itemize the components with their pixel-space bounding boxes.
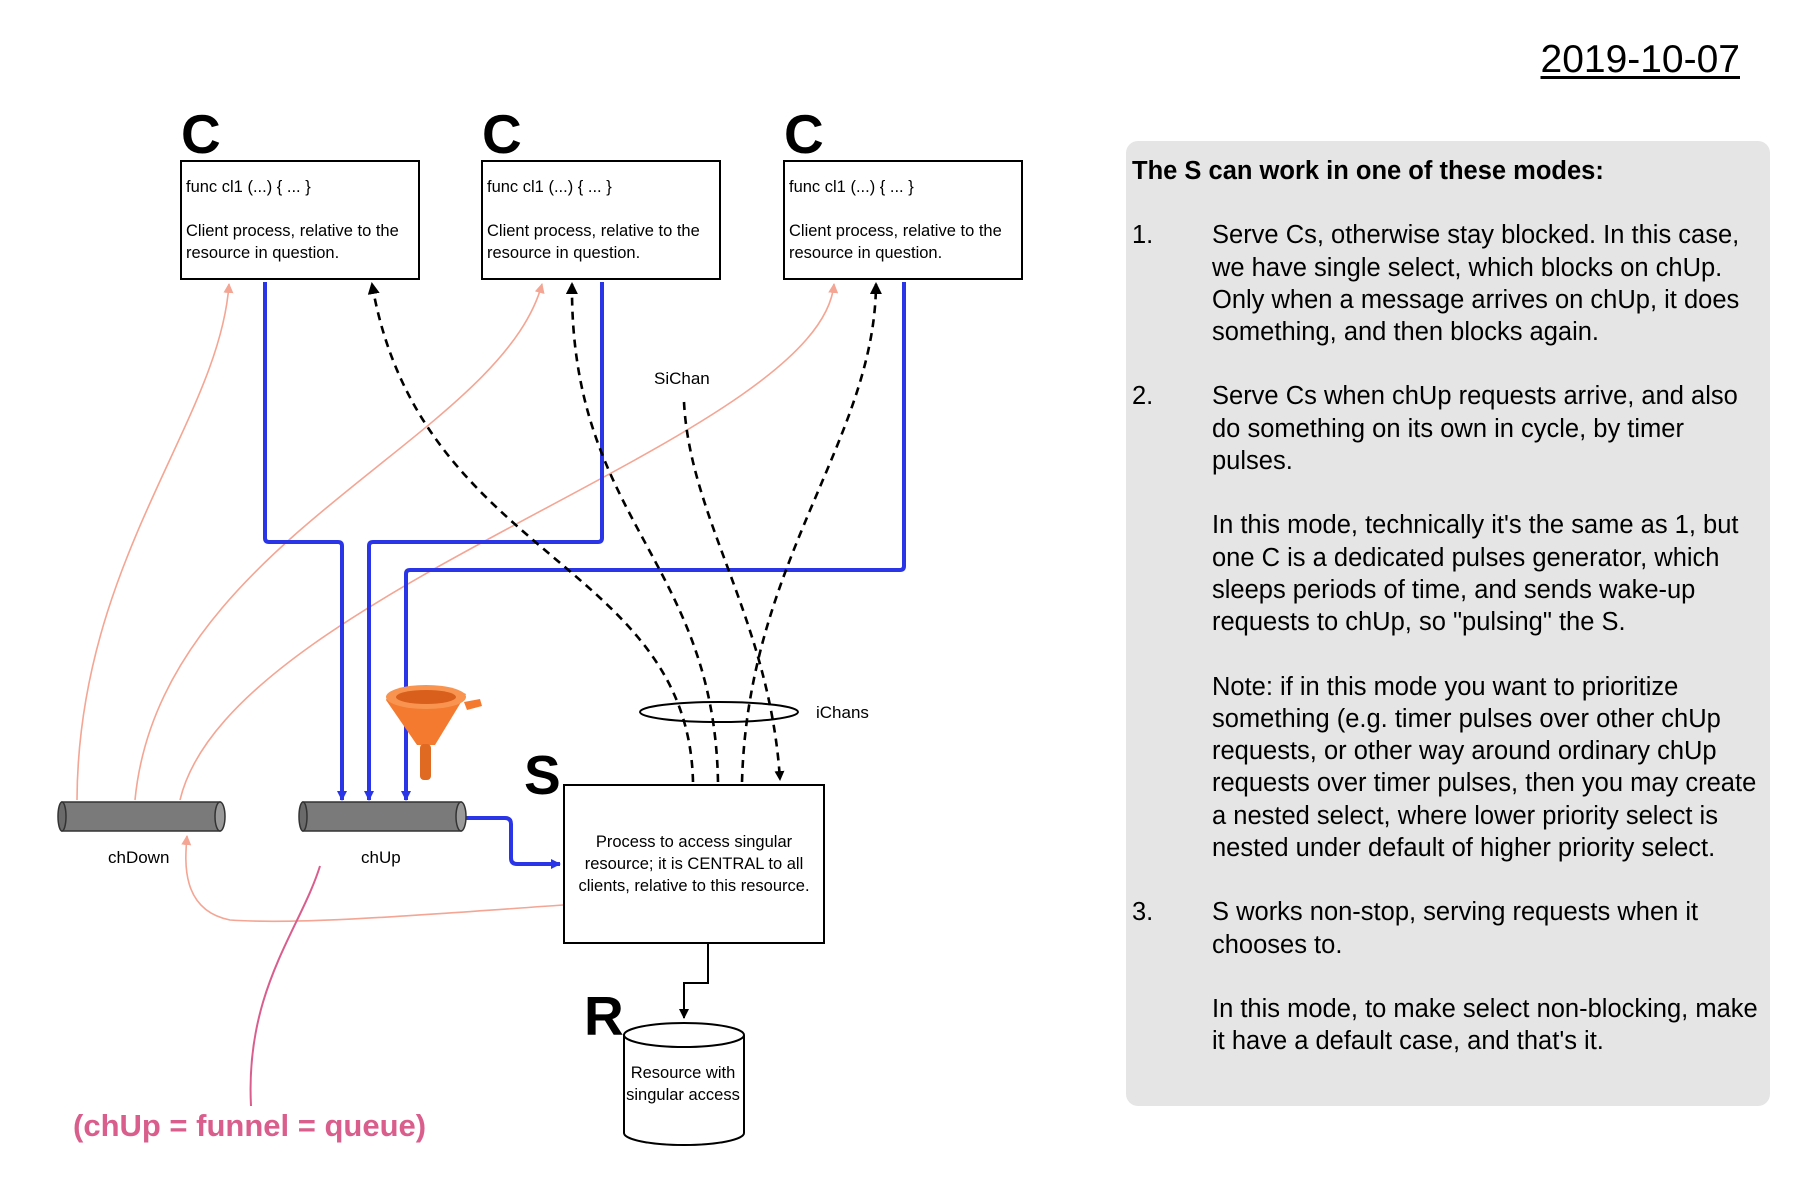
- ichans-label: iChans: [816, 703, 869, 722]
- server-letter: S: [524, 744, 561, 806]
- sichan-to-server-dashed: [682, 401, 785, 781]
- resource-text: Resource with singular access: [626, 1064, 740, 1104]
- server-to-client-3-dashed: [740, 282, 882, 783]
- client-3-box: func cl1 (...) { ... } Client process, r…: [783, 160, 1023, 280]
- chup-label: chUp: [361, 848, 401, 867]
- client-2-box: func cl1 (...) { ... } Client process, r…: [481, 160, 721, 280]
- server-to-client-1-dashed: [367, 282, 695, 783]
- server-to-client-2-dashed: [565, 282, 720, 783]
- ichans-ellipse: [639, 701, 799, 723]
- mode-paragraph: Note: if in this mode you want to priori…: [1212, 672, 1757, 863]
- client-1-signature: func cl1 (...) { ... }: [186, 178, 311, 196]
- resource-letter: R: [584, 985, 624, 1047]
- chdown-to-client-3-line: [179, 283, 839, 801]
- client-2-signature: func cl1 (...) { ... }: [487, 178, 612, 196]
- chdown-to-client-1-line: [76, 283, 234, 801]
- mode-number: 2.: [1132, 382, 1154, 411]
- client-3-letter: C: [784, 103, 824, 165]
- modes-heading: The S can work in one of these modes:: [1132, 157, 1604, 185]
- client-3-description: Client process, relative to the resource…: [789, 222, 1002, 262]
- client-1-description: Client process, relative to the resource…: [186, 222, 399, 262]
- mode-number: 1.: [1132, 221, 1154, 250]
- server-to-chdown-line: [181, 835, 564, 923]
- funnel-caption: (chUp = funnel = queue): [73, 1108, 427, 1143]
- client-3-signature: func cl1 (...) { ... }: [789, 178, 914, 196]
- chup-request-lines: [263, 282, 906, 869]
- server-text: Process to access singular resource; it …: [578, 833, 810, 895]
- chdown-reply-lines: [76, 283, 839, 923]
- mode-number: 3.: [1132, 898, 1154, 927]
- client-1-to-chup-line: [263, 282, 347, 801]
- mode-paragraph: Serve Cs, otherwise stay blocked. In thi…: [1212, 221, 1740, 347]
- mode-item: 2. Serve Cs when chUp requests arrive, a…: [1132, 380, 1766, 864]
- chdown-pipe-icon: [57, 801, 226, 832]
- date-label: 2019-10-07: [1540, 38, 1741, 81]
- client-2-letter: C: [482, 103, 522, 165]
- mode-item: 1. Serve Cs, otherwise stay blocked. In …: [1132, 219, 1766, 348]
- server-to-resource-line: [679, 944, 709, 1019]
- chdown-to-client-2-line: [134, 283, 545, 801]
- client-3-to-chup-line: [401, 282, 906, 801]
- mode-paragraph: Serve Cs when chUp requests arrive, and …: [1212, 382, 1738, 476]
- client-1-letter: C: [181, 103, 221, 165]
- mode-paragraph: In this mode, technically it's the same …: [1212, 511, 1739, 637]
- modes-panel: The S can work in one of these modes: 1.…: [1126, 141, 1770, 1106]
- sichan-label: SiChan: [654, 369, 710, 388]
- chup-to-server-line: [460, 816, 561, 869]
- caption-pointer-line: [249, 865, 321, 1107]
- funnel-icon: [386, 685, 482, 780]
- client-2-description: Client process, relative to the resource…: [487, 222, 700, 262]
- chup-pipe-icon: [298, 801, 467, 832]
- client-2-to-chup-line: [364, 282, 604, 801]
- chdown-label: chDown: [108, 848, 170, 867]
- mode-paragraph: In this mode, to make select non-blockin…: [1212, 994, 1758, 1056]
- mode-paragraph: S works non-stop, serving requests when …: [1212, 898, 1699, 959]
- client-1-box: func cl1 (...) { ... } Client process, r…: [180, 160, 420, 280]
- server-box: Process to access singular resource; it …: [563, 784, 825, 944]
- resource-cylinder-icon: [623, 1022, 745, 1146]
- mode-item: 3. S works non-stop, serving requests wh…: [1132, 896, 1766, 1057]
